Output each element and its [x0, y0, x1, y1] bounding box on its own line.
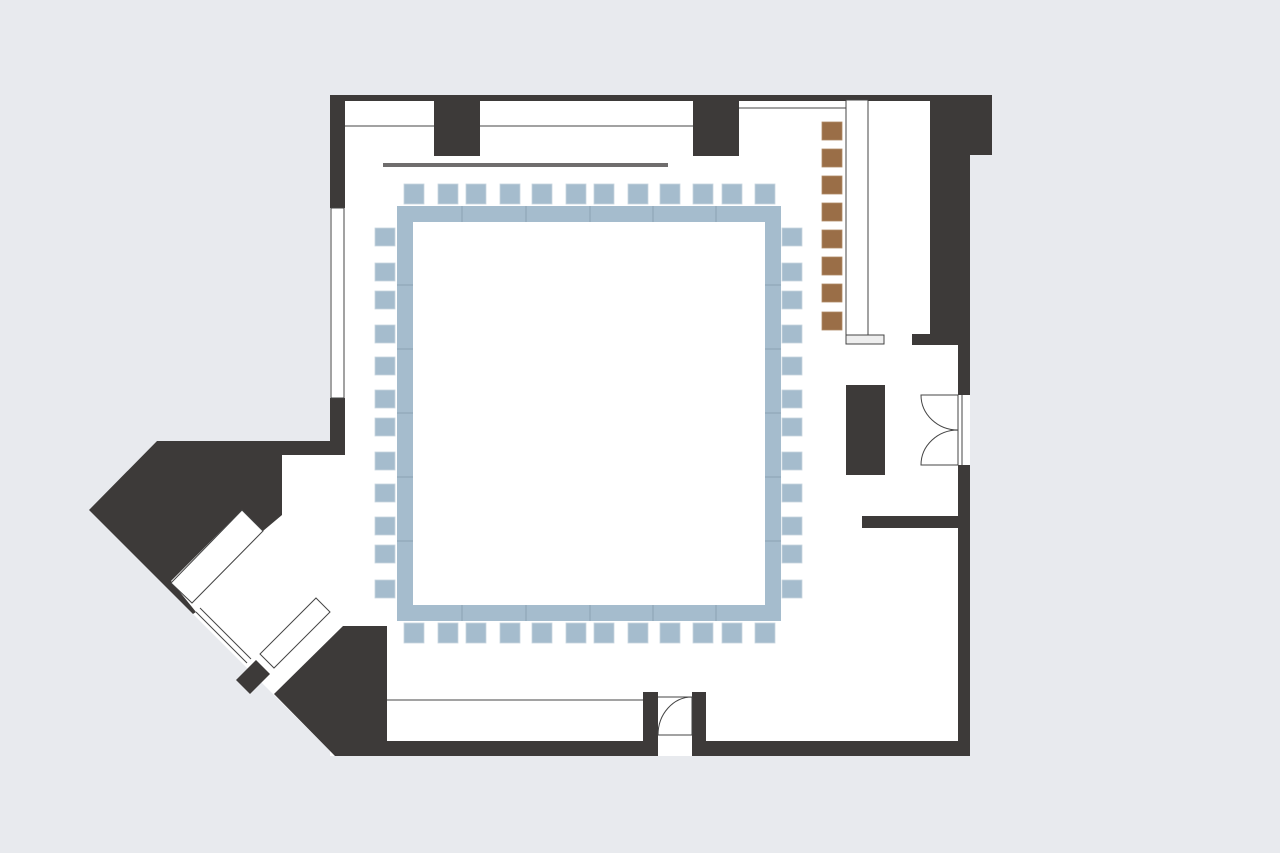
- bar-stool: [821, 202, 843, 222]
- bar-stool: [821, 311, 843, 331]
- chair: [754, 622, 776, 644]
- wall-right-upper: [930, 100, 970, 335]
- window-left: [330, 207, 345, 399]
- window-diagonal-1: [195, 611, 248, 664]
- chair: [781, 451, 803, 471]
- chair: [465, 183, 487, 205]
- bar-stool: [821, 121, 843, 141]
- chair: [781, 417, 803, 437]
- chair: [692, 183, 714, 205]
- door-post-left: [643, 692, 658, 756]
- chair: [781, 483, 803, 503]
- chair: [374, 451, 396, 471]
- chair: [781, 389, 803, 409]
- chair: [465, 622, 487, 644]
- door-bottom-swing[interactable]: [657, 696, 693, 736]
- chair: [374, 227, 396, 247]
- chair: [781, 262, 803, 282]
- wall-bottom-right: [700, 741, 970, 756]
- chair: [781, 579, 803, 599]
- wall-right-mid: [958, 340, 970, 395]
- wall-bottom-left: [335, 741, 652, 756]
- wall-left-upper: [330, 95, 345, 208]
- door-right-lower-swing[interactable]: [920, 429, 959, 466]
- chair: [659, 183, 681, 205]
- chair: [374, 356, 396, 376]
- chair: [374, 262, 396, 282]
- bar-stool: [821, 148, 843, 168]
- bar-stool: [821, 283, 843, 303]
- chair: [437, 622, 459, 644]
- chair: [593, 183, 615, 205]
- chair: [781, 516, 803, 536]
- wall-wedge-upper: [89, 441, 345, 614]
- chair: [374, 483, 396, 503]
- bar-counter-base: [845, 334, 885, 345]
- chair: [627, 622, 649, 644]
- conference-table: [397, 206, 781, 621]
- chair: [531, 622, 553, 644]
- bar-counter: [845, 99, 869, 336]
- wall-right-lower: [958, 465, 970, 756]
- pillar-top-right: [693, 100, 739, 156]
- chairs: [374, 183, 803, 644]
- wall-wedge-lower: [274, 626, 387, 756]
- partition-wall: [862, 516, 958, 528]
- chair: [499, 183, 521, 205]
- chair: [781, 544, 803, 564]
- wall-top: [330, 95, 992, 101]
- screen-bar: [383, 163, 668, 167]
- chair: [374, 290, 396, 310]
- chair: [754, 183, 776, 205]
- chair: [374, 389, 396, 409]
- chair: [565, 183, 587, 205]
- pillar-top-left: [434, 100, 480, 156]
- bench-wedge-upper: [170, 509, 264, 604]
- bar-stool: [821, 229, 843, 249]
- chair: [403, 622, 425, 644]
- chair: [437, 183, 459, 205]
- chair: [374, 324, 396, 344]
- bar-stools: [821, 121, 843, 331]
- wall-wedge-post: [236, 660, 270, 694]
- bar-stool: [821, 256, 843, 276]
- chair: [692, 622, 714, 644]
- wall-left-lower: [330, 398, 345, 455]
- chair: [374, 417, 396, 437]
- chair: [403, 183, 425, 205]
- chair: [659, 622, 681, 644]
- wall-right-ledge: [912, 334, 970, 345]
- chair: [374, 544, 396, 564]
- chair: [565, 622, 587, 644]
- chair: [721, 183, 743, 205]
- table-center: [413, 222, 765, 605]
- chair: [781, 290, 803, 310]
- chair: [627, 183, 649, 205]
- service-counter-block: [846, 385, 885, 475]
- fixtures: [170, 99, 963, 736]
- chair: [374, 516, 396, 536]
- chair: [781, 227, 803, 247]
- chair: [721, 622, 743, 644]
- chair: [781, 356, 803, 376]
- window-diagonal-2: [199, 607, 252, 660]
- chair: [499, 622, 521, 644]
- chair: [781, 324, 803, 344]
- chair: [531, 183, 553, 205]
- chair: [374, 579, 396, 599]
- door-post-right: [692, 692, 706, 756]
- walls: [89, 95, 992, 756]
- bench-wedge-lower: [259, 597, 331, 669]
- chair: [593, 622, 615, 644]
- bar-stool: [821, 175, 843, 195]
